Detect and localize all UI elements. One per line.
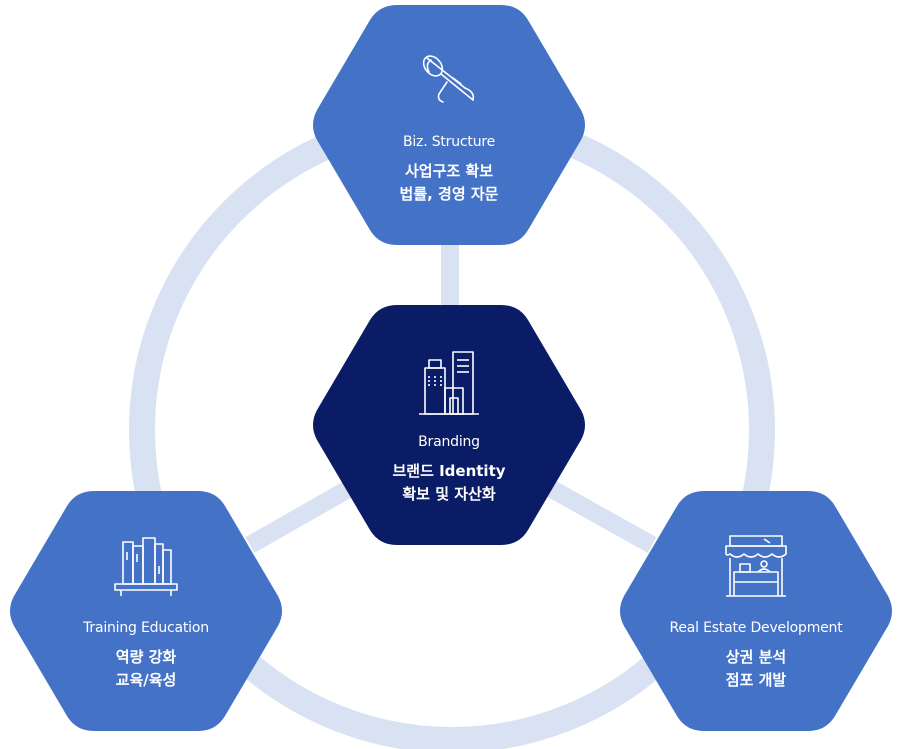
node-korean-line1: 사업구조 확보	[404, 162, 494, 180]
node-korean-label: 사업구조 확보 법률, 경영 자문	[307, 160, 591, 206]
node-korean-label: 역량 강화 교육/육성	[4, 646, 288, 692]
hexagon-shape	[10, 491, 282, 731]
node-biz-structure: Biz. Structure 사업구조 확보 법률, 경영 자문	[307, 0, 591, 250]
connector-right	[545, 480, 657, 553]
node-real-estate-development: Real Estate Development 상권 분석 점포 개발	[614, 486, 898, 736]
node-korean-line2: 확보 및 자산화	[402, 485, 496, 503]
node-korean-line2: 법률, 경영 자문	[399, 185, 499, 203]
books-icon	[114, 537, 178, 596]
buildings-icon	[419, 351, 479, 415]
node-korean-label: 상권 분석 점포 개발	[614, 646, 898, 692]
node-korean-label: 브랜드 Identity 확보 및 자산화	[307, 460, 591, 506]
node-korean-line1: 상권 분석	[725, 648, 787, 666]
node-training-education: Training Education 역량 강화 교육/육성	[4, 486, 288, 736]
node-english-label: Branding	[418, 434, 480, 450]
node-english-label: Training Education	[83, 620, 209, 636]
node-korean-line2: 점포 개발	[725, 671, 787, 689]
megaphone-icon	[422, 55, 475, 103]
node-branding: Branding 브랜드 Identity 확보 및 자산화	[307, 300, 591, 550]
hexagon-shape	[313, 5, 585, 245]
node-english-label: Biz. Structure	[402, 134, 496, 150]
node-korean-line1: 브랜드 Identity	[392, 462, 506, 480]
node-korean-line1: 역량 강화	[115, 648, 177, 666]
hexagon-shape	[620, 491, 892, 731]
node-korean-line2: 교육/육성	[115, 671, 177, 689]
node-english-label: Real Estate Development	[669, 620, 843, 636]
connector-left	[245, 480, 355, 553]
storefront-icon	[725, 535, 787, 597]
hexagon-shape	[313, 305, 585, 545]
